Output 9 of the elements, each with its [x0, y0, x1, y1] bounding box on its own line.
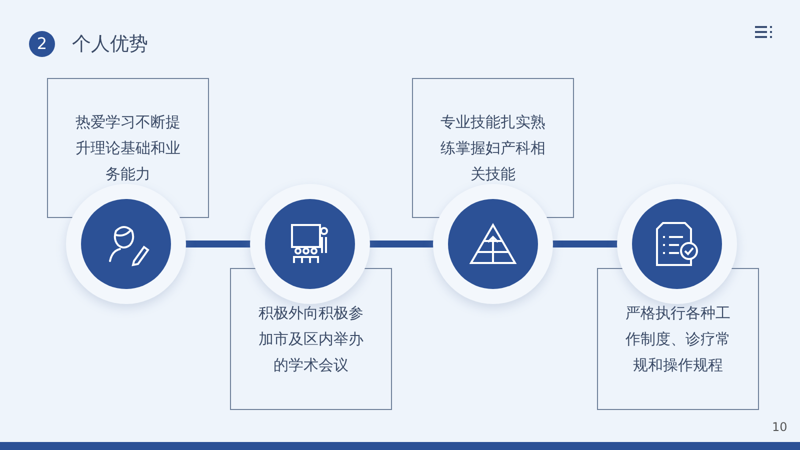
title: 个人优势: [72, 32, 148, 56]
number-badge: 2: [29, 31, 55, 57]
description-text: 严格执行各种工作制度、诊疗常规和操作规程: [624, 303, 732, 376]
description-text: 积极外向积极参加市及区内举办的学术会议: [258, 303, 364, 376]
page-number: 10: [772, 420, 788, 434]
description-text: 热爱学习不断提升理论基础和业务能力: [74, 112, 182, 185]
text-box: [597, 268, 759, 410]
description-text: 专业技能扎实熟练掌握妇产科相关技能: [440, 112, 546, 185]
text-box: [230, 268, 392, 410]
